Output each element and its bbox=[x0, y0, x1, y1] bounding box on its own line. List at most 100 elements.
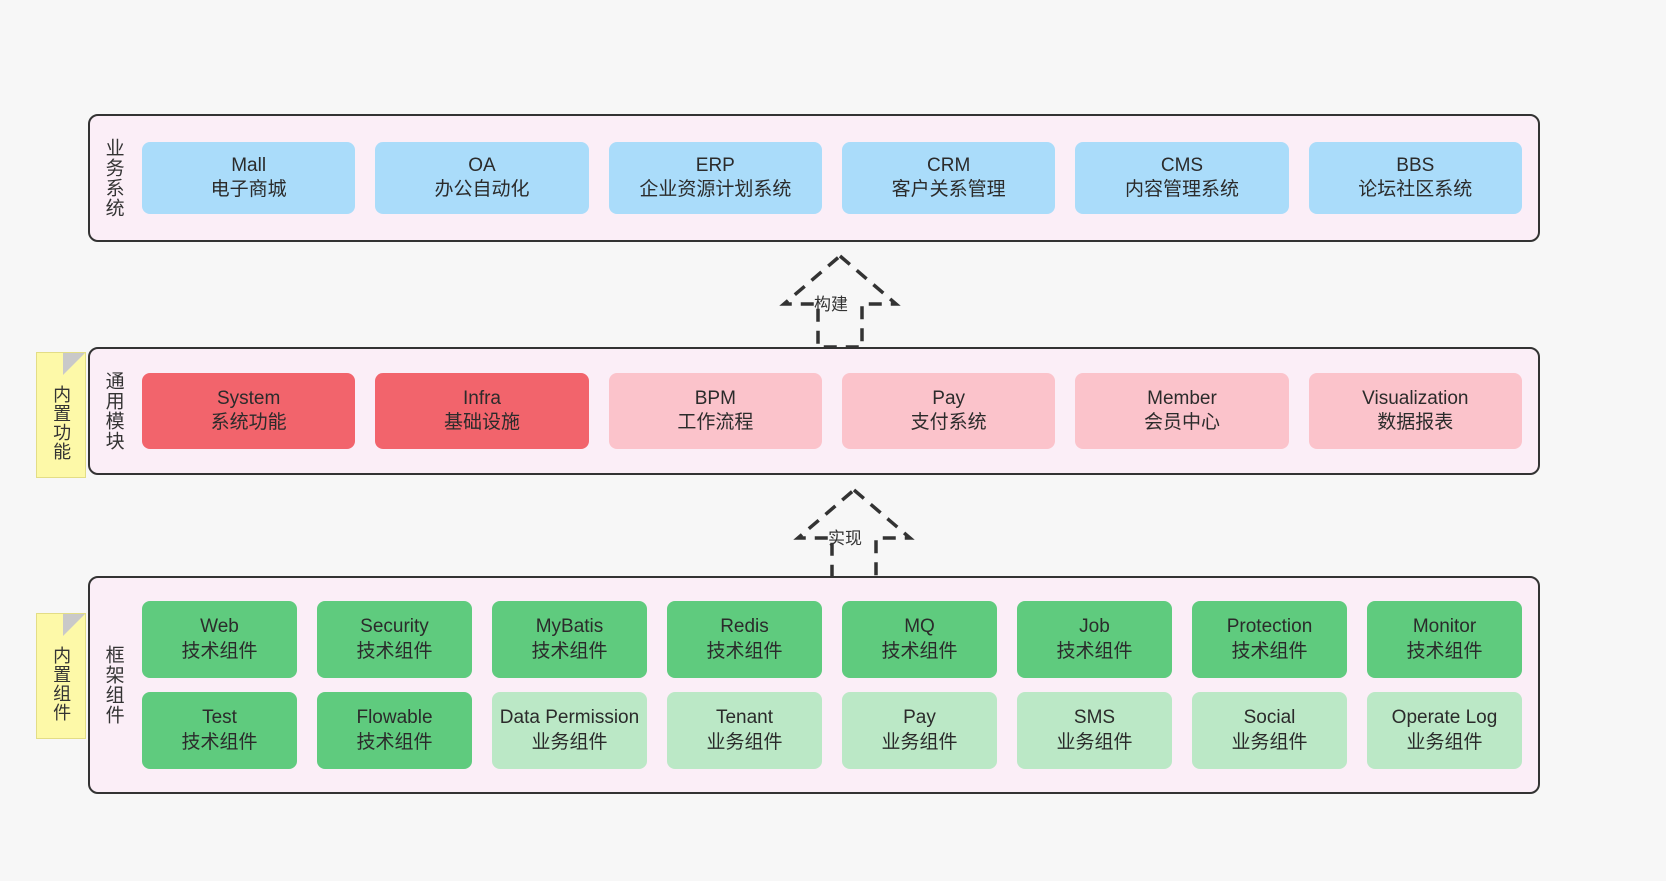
card-sms-cn: 业务组件 bbox=[1056, 731, 1133, 753]
card-protection-cn: 技术组件 bbox=[1231, 640, 1308, 662]
card-infra[interactable]: Infra 基础设施 bbox=[375, 373, 589, 449]
card-security-cn: 技术组件 bbox=[356, 640, 433, 662]
card-social[interactable]: Social 业务组件 bbox=[1192, 692, 1347, 769]
card-system[interactable]: System 系统功能 bbox=[142, 373, 356, 449]
card-sms-en: SMS bbox=[1073, 707, 1116, 729]
card-bbs[interactable]: BBS 论坛社区系统 bbox=[1308, 142, 1522, 214]
card-monitor-cn: 技术组件 bbox=[1406, 640, 1483, 662]
card-web-cn: 技术组件 bbox=[181, 640, 258, 662]
arrow-build-shape bbox=[779, 253, 901, 349]
card-flowable[interactable]: Flowable 技术组件 bbox=[317, 692, 472, 769]
arrow-implement-shape bbox=[793, 487, 915, 583]
card-mybatis-en: MyBatis bbox=[535, 616, 604, 638]
card-member-en: Member bbox=[1147, 387, 1217, 409]
card-erp[interactable]: ERP 企业资源计划系统 bbox=[608, 142, 822, 214]
card-visualization[interactable]: Visualization 数据报表 bbox=[1308, 373, 1522, 449]
card-redis-cn: 技术组件 bbox=[706, 640, 783, 662]
note-builtin-component: 内置组件 bbox=[36, 613, 86, 739]
card-security[interactable]: Security 技术组件 bbox=[317, 601, 472, 678]
card-monitor-en: Monitor bbox=[1412, 616, 1477, 638]
card-pay-module-en: Pay bbox=[932, 387, 966, 409]
card-cms-cn: 内容管理系统 bbox=[1124, 179, 1239, 200]
card-operate-log-en: Operate Log bbox=[1391, 707, 1498, 729]
card-mybatis[interactable]: MyBatis 技术组件 bbox=[492, 601, 647, 678]
card-system-en: System bbox=[216, 387, 281, 409]
card-test-en: Test bbox=[202, 707, 237, 729]
card-web[interactable]: Web 技术组件 bbox=[142, 601, 297, 678]
arrow-implement: 实现 bbox=[764, 486, 944, 583]
card-oa-en: OA bbox=[468, 154, 496, 176]
card-mq-en: MQ bbox=[904, 616, 935, 638]
card-bpm-cn: 工作流程 bbox=[677, 412, 754, 433]
card-test[interactable]: Test 技术组件 bbox=[142, 692, 297, 769]
card-tenant-en: Tenant bbox=[715, 707, 774, 729]
card-crm-cn: 客户关系管理 bbox=[891, 179, 1006, 200]
card-pay-component-cn: 业务组件 bbox=[881, 731, 958, 753]
card-data-permission-cn: 业务组件 bbox=[531, 731, 608, 753]
card-mq-cn: 技术组件 bbox=[881, 640, 958, 662]
card-flowable-cn: 技术组件 bbox=[356, 731, 433, 753]
card-mall-en: Mall bbox=[231, 154, 267, 176]
card-bpm[interactable]: BPM 工作流程 bbox=[608, 373, 822, 449]
card-mall-cn: 电子商城 bbox=[210, 179, 287, 200]
layer-framework-body: Web 技术组件 Security 技术组件 MyBatis 技术组件 Redi… bbox=[136, 578, 1538, 792]
modules-card-row: System 系统功能 Infra 基础设施 BPM 工作流程 Pay 支付系统… bbox=[142, 373, 1522, 449]
card-pay-module-cn: 支付系统 bbox=[910, 412, 987, 433]
card-visualization-en: Visualization bbox=[1362, 387, 1469, 409]
card-system-cn: 系统功能 bbox=[210, 412, 287, 433]
layer-common-modules: 通用模块 System 系统功能 Infra 基础设施 BPM 工作流程 Pay bbox=[88, 347, 1540, 475]
card-protection[interactable]: Protection 技术组件 bbox=[1192, 601, 1347, 678]
arrow-implement-label: 实现 bbox=[828, 529, 862, 548]
note-builtin-function-text: 内置功能 bbox=[51, 385, 72, 461]
card-member-cn: 会员中心 bbox=[1143, 412, 1220, 433]
card-erp-cn: 企业资源计划系统 bbox=[639, 179, 792, 200]
card-operate-log[interactable]: Operate Log 业务组件 bbox=[1367, 692, 1522, 769]
card-protection-en: Protection bbox=[1226, 616, 1313, 638]
card-cms-en: CMS bbox=[1160, 154, 1204, 176]
card-monitor[interactable]: Monitor 技术组件 bbox=[1367, 601, 1522, 678]
card-cms[interactable]: CMS 内容管理系统 bbox=[1075, 142, 1289, 214]
card-tenant-cn: 业务组件 bbox=[706, 731, 783, 753]
card-pay-component-en: Pay bbox=[903, 707, 936, 729]
card-social-en: Social bbox=[1243, 707, 1296, 729]
card-data-permission-en: Data Permission bbox=[499, 707, 640, 729]
card-data-permission[interactable]: Data Permission 业务组件 bbox=[492, 692, 647, 769]
card-visualization-cn: 数据报表 bbox=[1377, 412, 1454, 433]
framework-biz-row: Test 技术组件 Flowable 技术组件 Data Permission … bbox=[142, 692, 1522, 769]
card-social-cn: 业务组件 bbox=[1231, 731, 1308, 753]
card-job-en: Job bbox=[1079, 616, 1110, 638]
card-mall[interactable]: Mall 电子商城 bbox=[142, 142, 356, 214]
card-mybatis-cn: 技术组件 bbox=[531, 640, 608, 662]
layer-modules-body: System 系统功能 Infra 基础设施 BPM 工作流程 Pay 支付系统… bbox=[136, 349, 1538, 473]
card-flowable-en: Flowable bbox=[356, 707, 433, 729]
card-web-en: Web bbox=[200, 616, 239, 638]
layer-framework-title: 框架组件 bbox=[102, 645, 124, 725]
arrow-build-label: 构建 bbox=[814, 295, 848, 314]
card-bpm-en: BPM bbox=[694, 387, 736, 409]
card-bbs-cn: 论坛社区系统 bbox=[1358, 179, 1473, 200]
card-job-cn: 技术组件 bbox=[1056, 640, 1133, 662]
layer-framework-components: 框架组件 Web 技术组件 Security 技术组件 MyBatis 技术组件… bbox=[88, 576, 1540, 794]
card-member[interactable]: Member 会员中心 bbox=[1075, 373, 1289, 449]
card-erp-en: ERP bbox=[695, 154, 735, 176]
layer-business-body: Mall 电子商城 OA 办公自动化 ERP 企业资源计划系统 CRM 客户关系… bbox=[136, 116, 1538, 240]
card-tenant[interactable]: Tenant 业务组件 bbox=[667, 692, 822, 769]
card-security-en: Security bbox=[360, 616, 429, 638]
layer-business-systems: 业务系统 Mall 电子商城 OA 办公自动化 ERP 企业资源计划系统 CRM bbox=[88, 114, 1540, 242]
card-sms[interactable]: SMS 业务组件 bbox=[1017, 692, 1172, 769]
card-infra-en: Infra bbox=[462, 387, 501, 409]
card-oa[interactable]: OA 办公自动化 bbox=[375, 142, 589, 214]
layer-modules-title: 通用模块 bbox=[102, 371, 124, 451]
card-mq[interactable]: MQ 技术组件 bbox=[842, 601, 997, 678]
note-builtin-component-text: 内置组件 bbox=[51, 646, 72, 722]
layer-business-title: 业务系统 bbox=[102, 138, 124, 218]
card-crm[interactable]: CRM 客户关系管理 bbox=[841, 142, 1056, 214]
card-pay-module[interactable]: Pay 支付系统 bbox=[841, 373, 1056, 449]
card-redis-en: Redis bbox=[720, 616, 769, 638]
card-infra-cn: 基础设施 bbox=[443, 412, 520, 433]
card-crm-en: CRM bbox=[927, 154, 971, 176]
card-redis[interactable]: Redis 技术组件 bbox=[667, 601, 822, 678]
card-job[interactable]: Job 技术组件 bbox=[1017, 601, 1172, 678]
card-pay-component[interactable]: Pay 业务组件 bbox=[842, 692, 997, 769]
